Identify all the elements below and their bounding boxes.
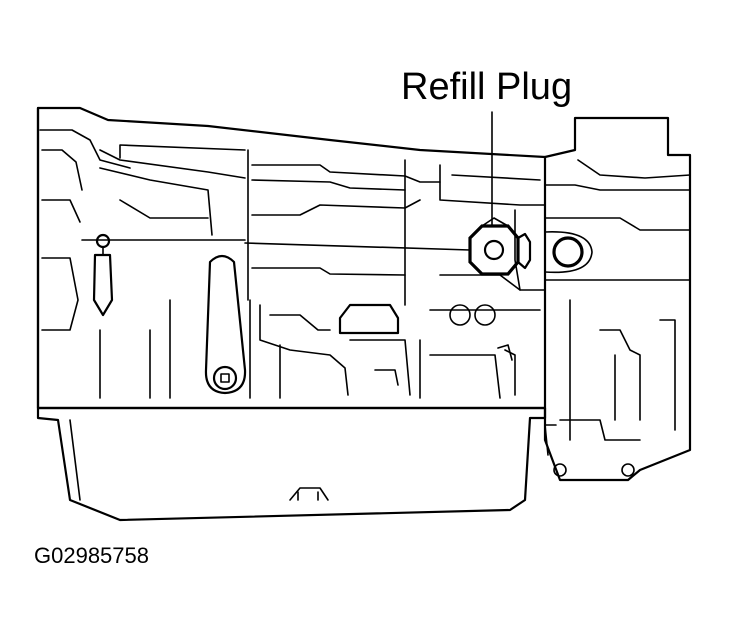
shift-lever xyxy=(204,254,247,395)
refill-plug-label: Refill Plug xyxy=(401,66,573,108)
oil-pan xyxy=(36,406,547,522)
refill-plug xyxy=(244,217,532,276)
valve-body-lines xyxy=(99,149,546,399)
figure-id: G02985758 xyxy=(34,543,149,568)
extension-housing xyxy=(543,116,692,482)
bracket xyxy=(338,303,513,361)
drain-port xyxy=(544,231,593,274)
speed-sensor xyxy=(92,233,114,317)
